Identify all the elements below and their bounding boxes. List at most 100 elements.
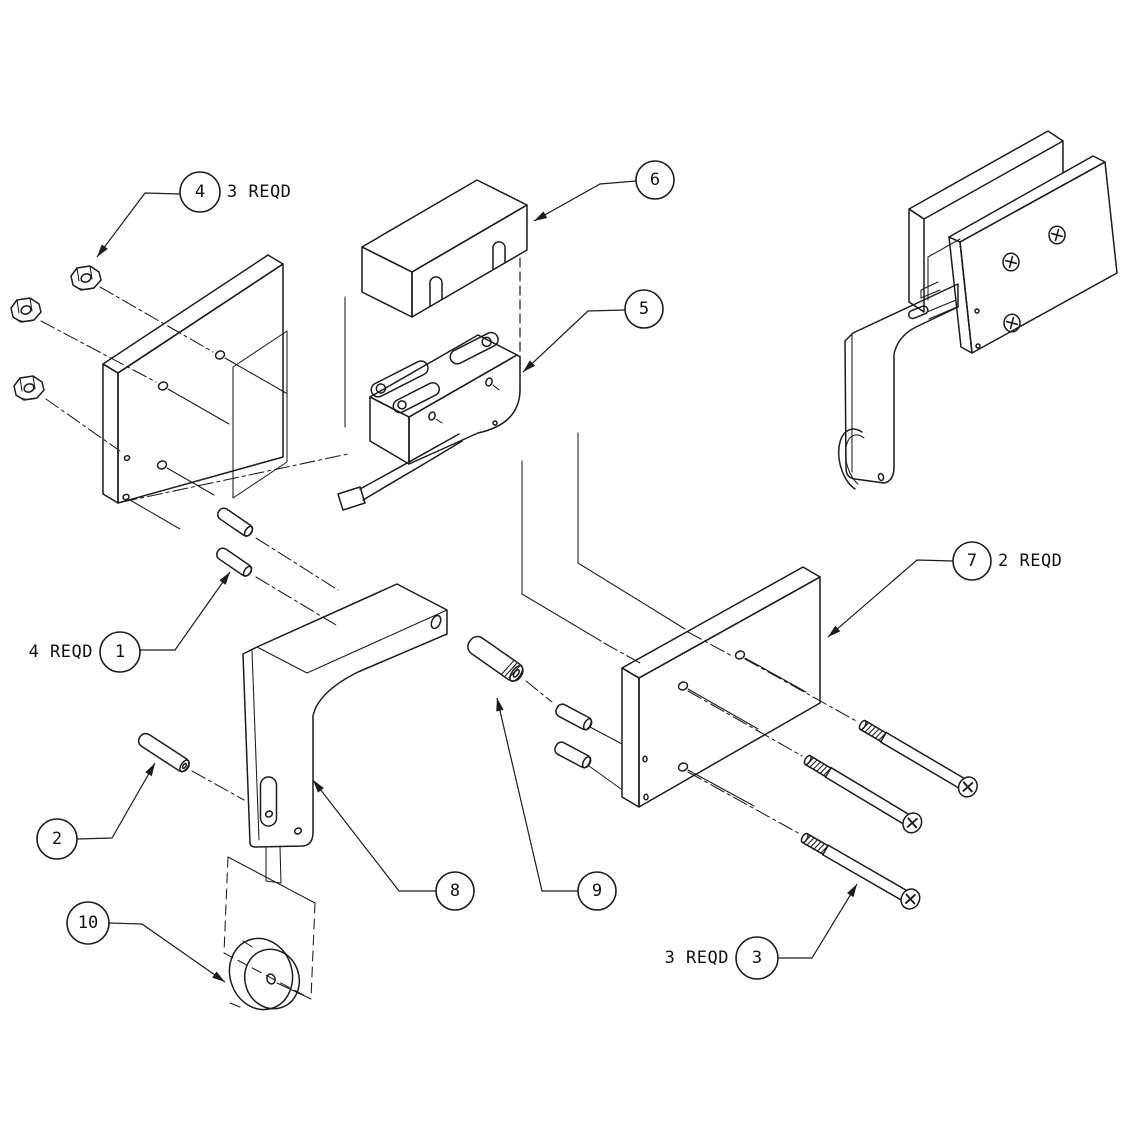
phillips-screw [858, 719, 978, 798]
arm-hole [264, 810, 274, 818]
leader-arrowhead [212, 971, 225, 982]
left-mounting-plate [102, 254, 287, 530]
balloon-number: 3 [752, 948, 762, 968]
plate-hole [122, 493, 130, 501]
center-lines [40, 257, 859, 835]
balloon-2: 2 [36, 762, 156, 860]
quantity-label: 4 REQD [29, 642, 93, 662]
leader-arrowhead [145, 763, 155, 777]
balloon-circle [735, 936, 779, 980]
dowel-pins-left [215, 507, 254, 577]
block-slot [429, 276, 443, 307]
hex-nuts [10, 265, 102, 401]
plate-edge-hole [642, 755, 648, 763]
balloon-number: 10 [78, 913, 98, 933]
arm-hole [293, 827, 303, 835]
balloon-number: 2 [52, 829, 62, 849]
plate-hole [677, 762, 689, 772]
plate-hole [677, 681, 689, 691]
dowel-pin [554, 741, 592, 769]
assembled-front-plate [948, 155, 1118, 354]
hex-nut [13, 375, 45, 401]
balloon-circle [179, 171, 221, 213]
plate-edge-hole [643, 793, 649, 801]
balloon-number: 8 [450, 881, 460, 901]
block-slot [492, 241, 506, 270]
plate-hole [734, 650, 746, 660]
leader-arrowhead [496, 698, 504, 712]
dowel-pin [555, 703, 593, 731]
phillips-screw [800, 832, 921, 910]
switch-terminal [392, 382, 441, 414]
dowel-pin [215, 547, 253, 577]
balloon-circle [577, 871, 617, 911]
leader-arrowhead [846, 884, 857, 898]
screw-head [1003, 313, 1021, 333]
balloon-number: 9 [592, 881, 602, 901]
phillips-screw [803, 754, 923, 834]
switch-terminal [370, 360, 429, 398]
assembled-unit [837, 130, 1118, 490]
balloon-6: 6 [533, 160, 675, 222]
wheel-phantom-outline [223, 856, 316, 1000]
quantity-label: 3 REQD [227, 182, 291, 202]
wheel [223, 856, 316, 1011]
micro-switch [337, 331, 521, 511]
balloon-number: 1 [115, 642, 125, 662]
assembled-arm [837, 283, 959, 490]
leader-arrowhead [313, 780, 324, 793]
arm-slot [259, 776, 278, 827]
balloon-7: 7 2 REQD [827, 541, 1062, 638]
roller-spacer [467, 635, 524, 682]
quantity-label: 3 REQD [665, 948, 729, 968]
lever-arm-bracket [242, 583, 448, 884]
balloon-1: 1 4 REQD [29, 571, 231, 673]
hex-nut [10, 297, 42, 323]
balloon-10: 10 [66, 901, 226, 983]
switch-lever [337, 433, 463, 511]
switch-hole [492, 420, 498, 426]
wheel-hub-hole [877, 472, 885, 482]
machine-screws [800, 719, 978, 910]
screw-head [1002, 252, 1020, 272]
right-mounting-plate [554, 566, 821, 808]
balloon-number: 6 [650, 170, 660, 190]
balloon-9: 9 [496, 697, 617, 911]
switch-hole [428, 411, 436, 421]
balloon-number: 5 [639, 299, 649, 319]
wheel-hub-hole [266, 973, 276, 985]
plate-hole [123, 454, 131, 462]
assembled-rear-plate [908, 130, 1064, 313]
balloon-circle [435, 871, 475, 911]
switch-hole [485, 377, 493, 387]
axle-pin [137, 732, 190, 773]
balloon-number: 7 [967, 551, 977, 571]
leader-arrowhead [97, 244, 108, 257]
hex-nut [70, 265, 102, 291]
assembled-switch [920, 238, 961, 301]
balloon-number: 4 [195, 182, 205, 202]
arm-end-hole [430, 614, 442, 630]
leader-arrowhead [828, 625, 841, 637]
leader-arrowhead [523, 360, 536, 372]
balloon-circle [635, 160, 675, 200]
balloon-circle [36, 818, 78, 860]
plate-edge-hole [974, 308, 980, 314]
balloon-circle [624, 289, 664, 329]
switch-terminal [449, 331, 499, 365]
plate-hole [157, 381, 169, 391]
quantity-label: 2 REQD [998, 551, 1062, 571]
plate-hole [156, 460, 168, 470]
switch-block [361, 179, 528, 318]
balloon-3: 3 3 REQD [665, 883, 858, 980]
leader-arrowhead [534, 211, 548, 221]
phantom-lines [232, 296, 686, 642]
plate-edge-hole [975, 343, 981, 349]
balloon-circle [952, 541, 992, 581]
plate-hole [214, 350, 226, 360]
balloon-4: 4 3 REQD [96, 171, 291, 258]
balloon-8: 8 [312, 779, 475, 911]
balloon-circle [66, 901, 110, 945]
